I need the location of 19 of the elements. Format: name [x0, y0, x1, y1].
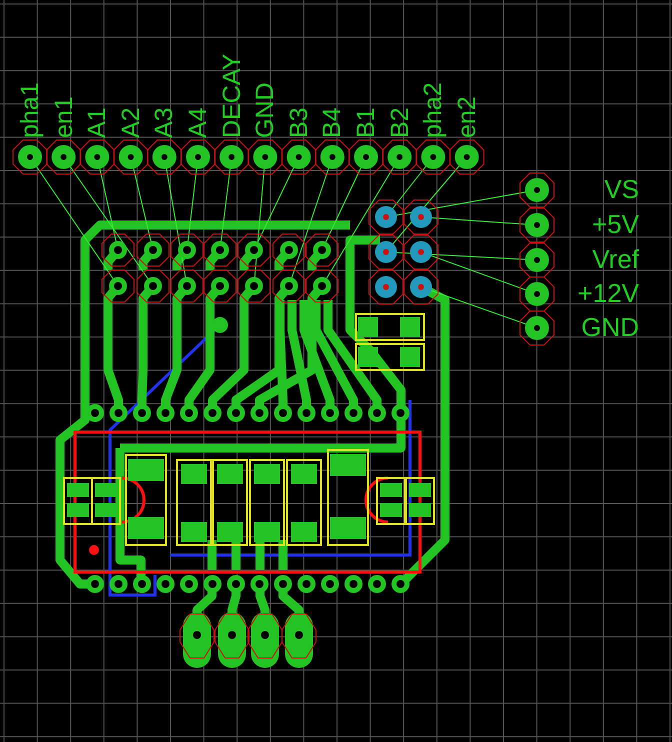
pin-label: +12V [576, 279, 639, 307]
pin-label: A1 [84, 107, 110, 138]
pin-label: pha1 [17, 82, 43, 138]
pin-label: B1 [353, 107, 379, 138]
pin-label: Vref [591, 245, 639, 273]
pin-label: A2 [118, 107, 144, 138]
pin-label: VS [603, 175, 639, 203]
pin-label: +5V [591, 210, 639, 238]
pin-label: B3 [286, 107, 312, 138]
pin-label: en2 [454, 96, 480, 138]
pin-label: B2 [386, 107, 413, 138]
pin-label: B4 [319, 107, 346, 138]
pin-label: DECAY [218, 54, 245, 138]
pin-label: GND [580, 313, 639, 341]
pin-label: GND [252, 82, 278, 138]
pin-label: en1 [50, 96, 77, 138]
pin-label: pha2 [420, 82, 446, 138]
pin-label: A3 [151, 107, 178, 138]
pin-label: A4 [185, 107, 211, 138]
